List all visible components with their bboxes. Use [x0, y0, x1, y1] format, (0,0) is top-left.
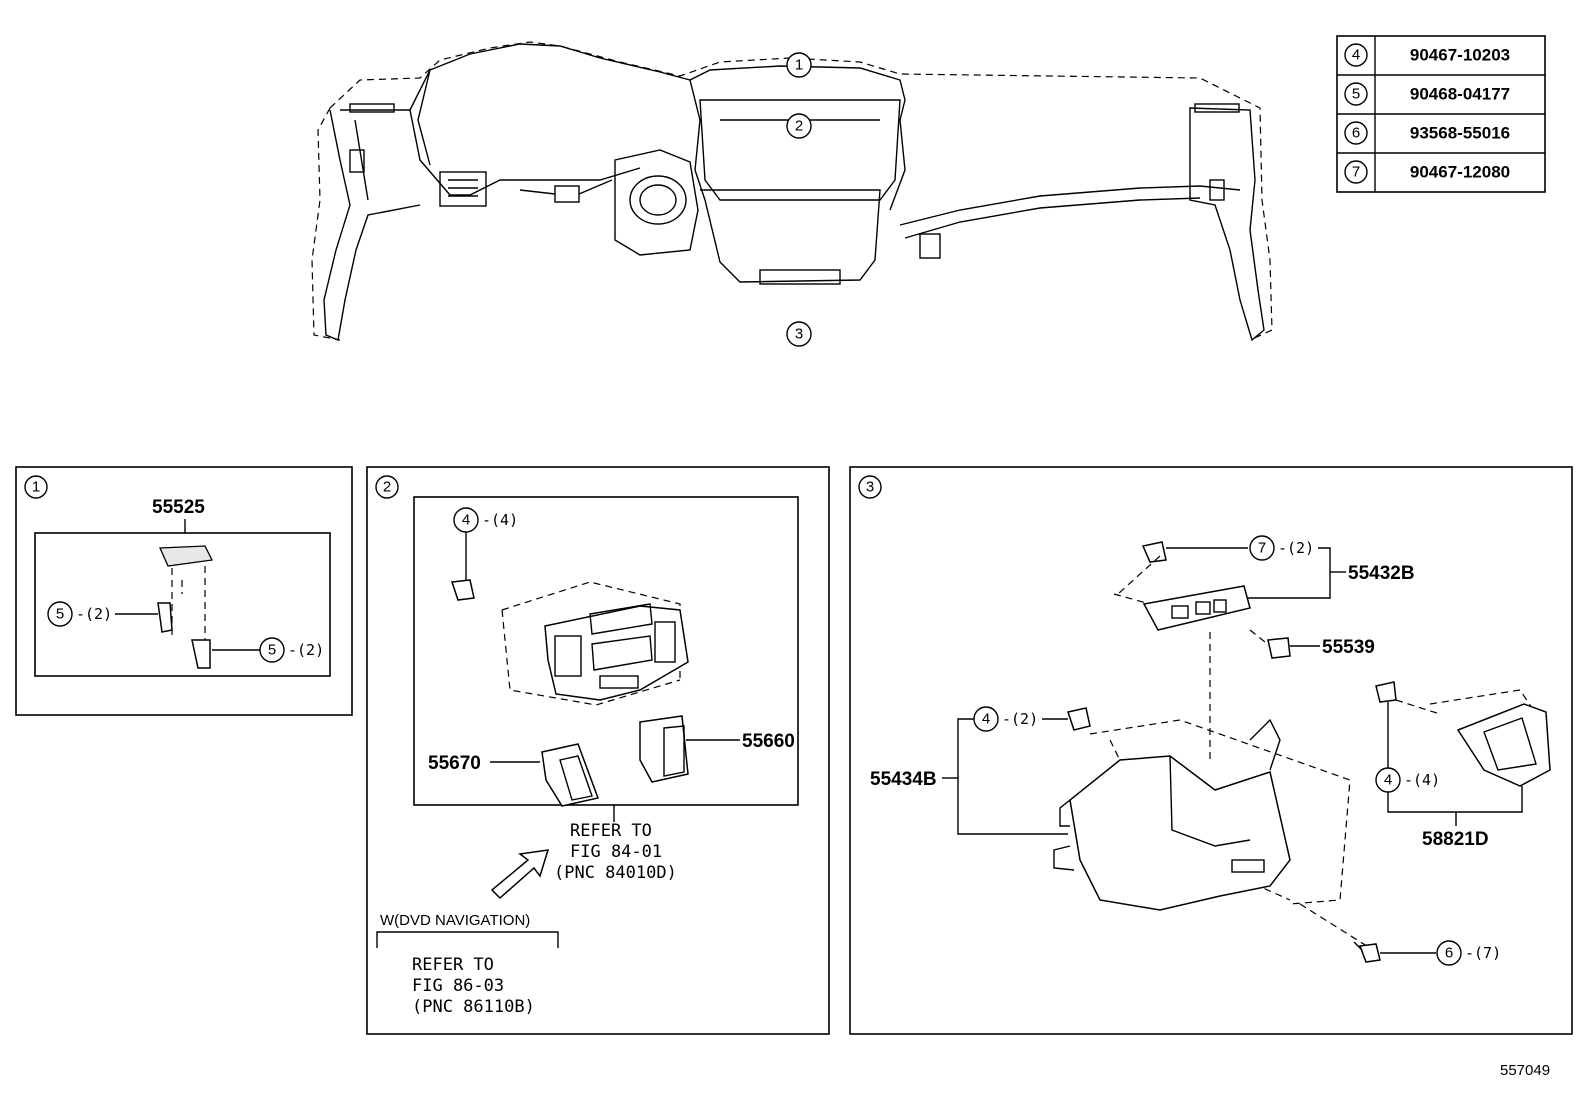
- callout-ref: 4: [982, 711, 990, 728]
- svg-text:3: 3: [795, 326, 803, 343]
- part-number-55525: 55525: [152, 497, 205, 518]
- svg-text:1: 1: [795, 57, 803, 74]
- clip-part: [450, 579, 475, 601]
- detail-panel-2: 2 4 -(4) 55660 55670 REFER TO FIG 84-01 …: [366, 466, 830, 1035]
- callout-ref: 5: [268, 642, 276, 659]
- clip-part: [191, 639, 211, 669]
- callout-qty: -(2): [1002, 710, 1038, 728]
- screw-part: [1358, 943, 1381, 963]
- part-number-58821D: 58821D: [1422, 829, 1489, 850]
- callout-ref: 5: [56, 606, 64, 623]
- part-number-55434B: 55434B: [870, 769, 937, 790]
- overview-callout-2: 2: [786, 113, 812, 139]
- overview-callout-1: 1: [786, 52, 812, 78]
- switch-bezel-part: [1142, 585, 1251, 631]
- part-number-55539: 55539: [1322, 637, 1375, 658]
- callout-ref: 7: [1258, 540, 1266, 557]
- center-bezel-part: [544, 605, 689, 701]
- table-row: 6 93568-55016: [1344, 121, 1510, 145]
- table-part-number: 90467-10203: [1410, 46, 1510, 65]
- vent-55670-part: [541, 743, 600, 807]
- panel-index: 2: [383, 479, 391, 496]
- table-row: 4 90467-10203: [1344, 43, 1510, 67]
- clip-part: [1141, 541, 1167, 563]
- table-ref: 4: [1352, 47, 1360, 64]
- refer-text: (PNC 84010D): [554, 863, 677, 883]
- refer-text: FIG 86-03: [412, 976, 504, 996]
- table-ref: 5: [1352, 86, 1360, 103]
- callout-qty: -(2): [288, 641, 324, 659]
- refer-text: REFER TO: [412, 955, 494, 975]
- table-part-number: 90467-12080: [1410, 163, 1510, 182]
- detail-panel-1: 1 55525 5 -(2) 5 -(2): [15, 466, 353, 716]
- part-number-55660: 55660: [742, 731, 795, 752]
- callout-qty: -(7): [1465, 944, 1501, 962]
- table-row: 5 90468-04177: [1344, 82, 1510, 106]
- callout-ref: 6: [1445, 945, 1453, 962]
- trim-bezel-part: [1456, 703, 1551, 787]
- part-number-55432B: 55432B: [1348, 563, 1415, 584]
- table-row: 7 90467-12080: [1344, 160, 1510, 184]
- clip-part: [1067, 707, 1091, 731]
- clip-part: [1375, 681, 1397, 703]
- callout-ref: 4: [462, 512, 470, 529]
- callout-qty: -(2): [1278, 539, 1314, 557]
- overview-callout-3: 3: [786, 321, 812, 347]
- part-number-55670: 55670: [428, 753, 481, 774]
- svg-text:2: 2: [795, 118, 803, 135]
- callout-ref: 4: [1384, 772, 1392, 789]
- parts-table: 4 90467-10203 5 90468-04177 6 93568-5501…: [1336, 35, 1546, 193]
- detail-panel-3: 3 7 -(2) 55432B 55539 4 -(2) 55434B: [849, 466, 1573, 1035]
- clip-part: [1267, 637, 1291, 659]
- cover-cap-part: [159, 545, 213, 567]
- panel-index: 3: [866, 479, 874, 496]
- table-ref: 6: [1352, 125, 1360, 142]
- callout-qty: -(4): [482, 511, 518, 529]
- option-label: W(DVD NAVIGATION): [380, 912, 530, 929]
- callout-qty: -(4): [1404, 771, 1440, 789]
- refer-text: REFER TO: [570, 821, 652, 841]
- table-part-number: 90468-04177: [1410, 85, 1510, 104]
- panel-index: 1: [32, 479, 40, 496]
- refer-text: (PNC 86110B): [412, 997, 535, 1017]
- callout-qty: -(2): [76, 605, 112, 623]
- instrument-panel-drawing: [311, 41, 1273, 342]
- table-part-number: 93568-55016: [1410, 124, 1510, 143]
- clip-part: [157, 602, 173, 633]
- refer-text: FIG 84-01: [570, 842, 662, 862]
- arrow-icon: [490, 849, 550, 900]
- table-ref: 7: [1352, 164, 1360, 181]
- figure-id: 557049: [1500, 1062, 1550, 1079]
